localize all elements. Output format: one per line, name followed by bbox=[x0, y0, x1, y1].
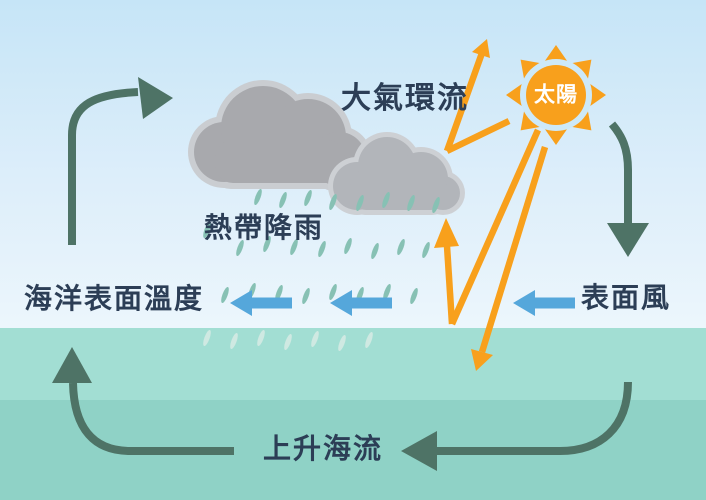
atmosphere-rise-arrowhead-icon bbox=[138, 77, 173, 119]
rain-drop-icon bbox=[302, 287, 310, 305]
wind-arrow-left-icon bbox=[230, 290, 292, 316]
ocean-sink-arrowhead-icon bbox=[401, 431, 437, 471]
rain-drop-icon bbox=[329, 193, 337, 211]
rain-drop-icon bbox=[230, 332, 238, 350]
cloud-reflection-arrowhead-icon bbox=[472, 39, 490, 58]
rain-drop-icon bbox=[329, 283, 337, 301]
wind-arrows bbox=[230, 290, 575, 316]
large-cloud-icon bbox=[188, 80, 372, 192]
wind-arrow-right-icon bbox=[513, 290, 575, 316]
absorbed-ray-arrowhead-icon bbox=[471, 349, 493, 371]
rain-drop-icon bbox=[304, 189, 312, 207]
tropical-rainfall-label: 熱帶降雨 bbox=[203, 211, 325, 244]
surface-reflection-arrow-line bbox=[443, 245, 456, 325]
rain-row-middle bbox=[203, 221, 430, 260]
sun-rays bbox=[434, 39, 549, 371]
rain-drop-icon bbox=[344, 237, 352, 255]
rain-drop-icon bbox=[221, 286, 229, 304]
cloud-reflection-arrow-line bbox=[443, 51, 486, 153]
rain-drop-icon bbox=[365, 331, 373, 349]
rain-drop-icon bbox=[371, 242, 379, 260]
rain-drop-icon bbox=[279, 191, 287, 209]
circulation-arrows bbox=[52, 77, 649, 471]
ocean-upper-band bbox=[0, 328, 706, 400]
rain-drop-icon bbox=[290, 238, 298, 256]
surface-wind-label: 表面風 bbox=[580, 281, 672, 314]
ray-to-cloud bbox=[445, 118, 511, 154]
large-cloud-body bbox=[194, 86, 366, 186]
rain-drop-icon bbox=[311, 330, 319, 348]
rain-row-upper bbox=[254, 188, 440, 214]
rain-drop-icon bbox=[236, 239, 244, 257]
sun-disc-shape bbox=[526, 65, 586, 125]
rain-drop-icon bbox=[275, 284, 283, 302]
ocean-sink-arrow-line bbox=[437, 381, 632, 455]
atmosphere-sink-arrowhead-icon bbox=[607, 223, 649, 257]
rain-drop-icon bbox=[382, 191, 390, 209]
rain-drop-icon bbox=[318, 240, 326, 258]
atmosphere-rise-arrow-line bbox=[68, 88, 139, 245]
rain-row-underwater bbox=[203, 329, 373, 352]
rain-drop-icon bbox=[356, 194, 364, 212]
rain-drop-icon bbox=[203, 221, 211, 239]
ray-into-ocean bbox=[478, 146, 549, 353]
upwelling-current-label: 上升海流 bbox=[262, 432, 384, 465]
sea-surface-temperature-label: 海洋表面溫度 bbox=[23, 282, 205, 315]
rain-drop-icon bbox=[284, 333, 292, 351]
rain-drop-icon bbox=[407, 194, 415, 212]
rain-drop-icon bbox=[383, 283, 391, 301]
atmospheric-circulation-label: 大氣環流 bbox=[341, 81, 469, 116]
rain-drop-icon bbox=[410, 287, 418, 305]
rain-drop-icon bbox=[422, 241, 430, 259]
rain-drop-icon bbox=[203, 329, 211, 347]
rain-drop-icon bbox=[397, 238, 405, 256]
sun-icon bbox=[506, 45, 606, 145]
ocean-rise-arrow-line bbox=[69, 382, 234, 455]
atmosphere-sink-arrow-line bbox=[608, 121, 632, 224]
rain-drop-icon bbox=[257, 329, 265, 347]
ocean-rise-arrowhead-icon bbox=[52, 347, 92, 383]
surface-reflection-arrowhead-icon bbox=[434, 218, 459, 248]
rain-drop-icon bbox=[432, 196, 440, 214]
small-cloud-body bbox=[333, 137, 460, 210]
rain-drop-icon bbox=[263, 235, 271, 253]
rain-drop-icon bbox=[254, 188, 262, 206]
ray-to-surface bbox=[449, 128, 541, 326]
rain-drop-icon bbox=[338, 334, 346, 352]
wind-arrow-middle-icon bbox=[330, 290, 392, 316]
small-cloud-icon bbox=[328, 132, 465, 215]
sun-label: 太陽 bbox=[534, 82, 578, 107]
